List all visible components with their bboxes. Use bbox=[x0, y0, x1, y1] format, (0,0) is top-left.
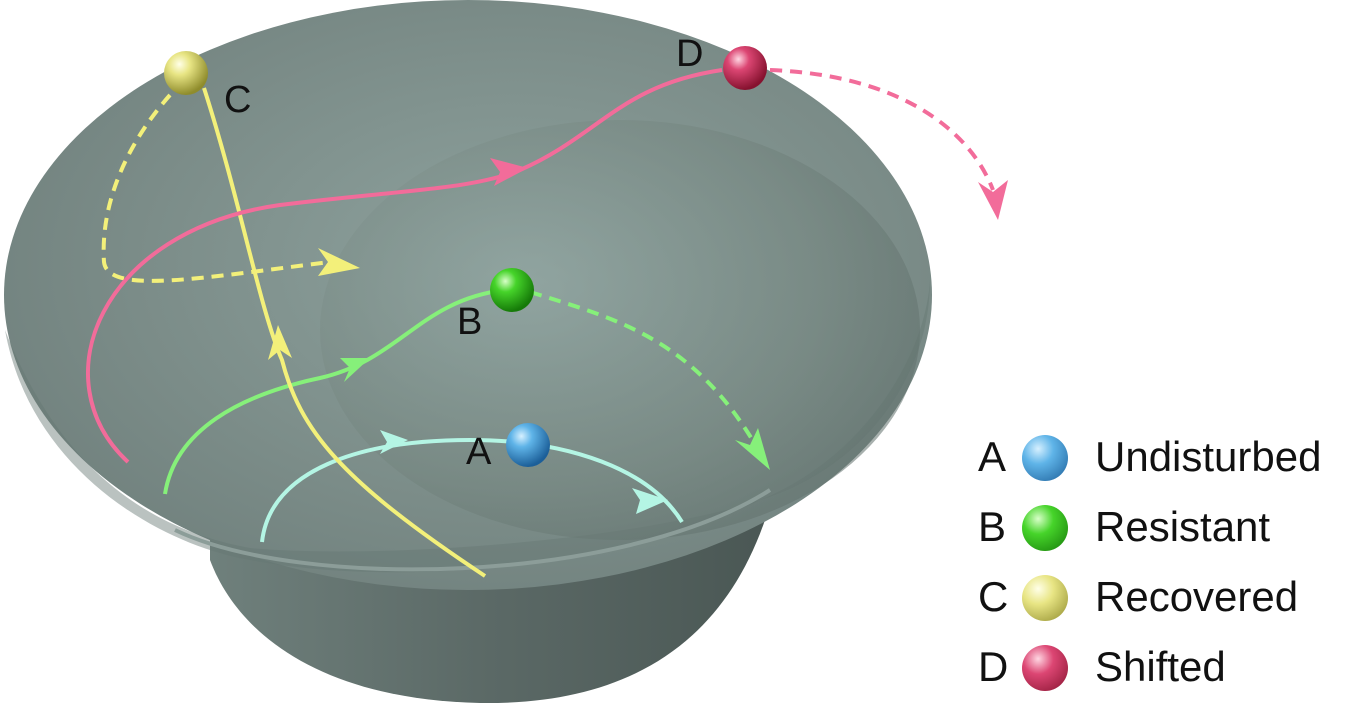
ball-label-c: C bbox=[224, 79, 251, 121]
legend-item-recovered: C Recovered bbox=[978, 568, 1358, 638]
ball-b bbox=[490, 268, 534, 312]
ball-a bbox=[506, 423, 550, 467]
green-ball-icon bbox=[1022, 505, 1068, 551]
legend-letter: C bbox=[978, 572, 1008, 622]
ball-d bbox=[723, 46, 767, 90]
legend-label: Recovered bbox=[1095, 572, 1298, 622]
legend-label: Resistant bbox=[1095, 502, 1270, 552]
ball-c bbox=[164, 51, 208, 95]
yellow-ball-icon bbox=[1022, 575, 1068, 621]
red-ball-icon bbox=[1022, 645, 1068, 691]
ball-label-a: A bbox=[466, 431, 492, 473]
blue-ball-icon bbox=[1022, 435, 1068, 481]
ball-label-d: D bbox=[676, 33, 703, 75]
legend: A Undisturbed B Resistant C Recovered D … bbox=[978, 428, 1358, 708]
legend-letter: D bbox=[978, 642, 1008, 692]
legend-item-resistant: B Resistant bbox=[978, 498, 1358, 568]
legend-label: Undisturbed bbox=[1095, 432, 1321, 482]
legend-item-undisturbed: A Undisturbed bbox=[978, 428, 1358, 498]
legend-item-shifted: D Shifted bbox=[978, 638, 1358, 708]
legend-letter: B bbox=[978, 502, 1006, 552]
ball-label-b: B bbox=[457, 301, 482, 343]
legend-label: Shifted bbox=[1095, 642, 1226, 692]
legend-letter: A bbox=[978, 432, 1006, 482]
